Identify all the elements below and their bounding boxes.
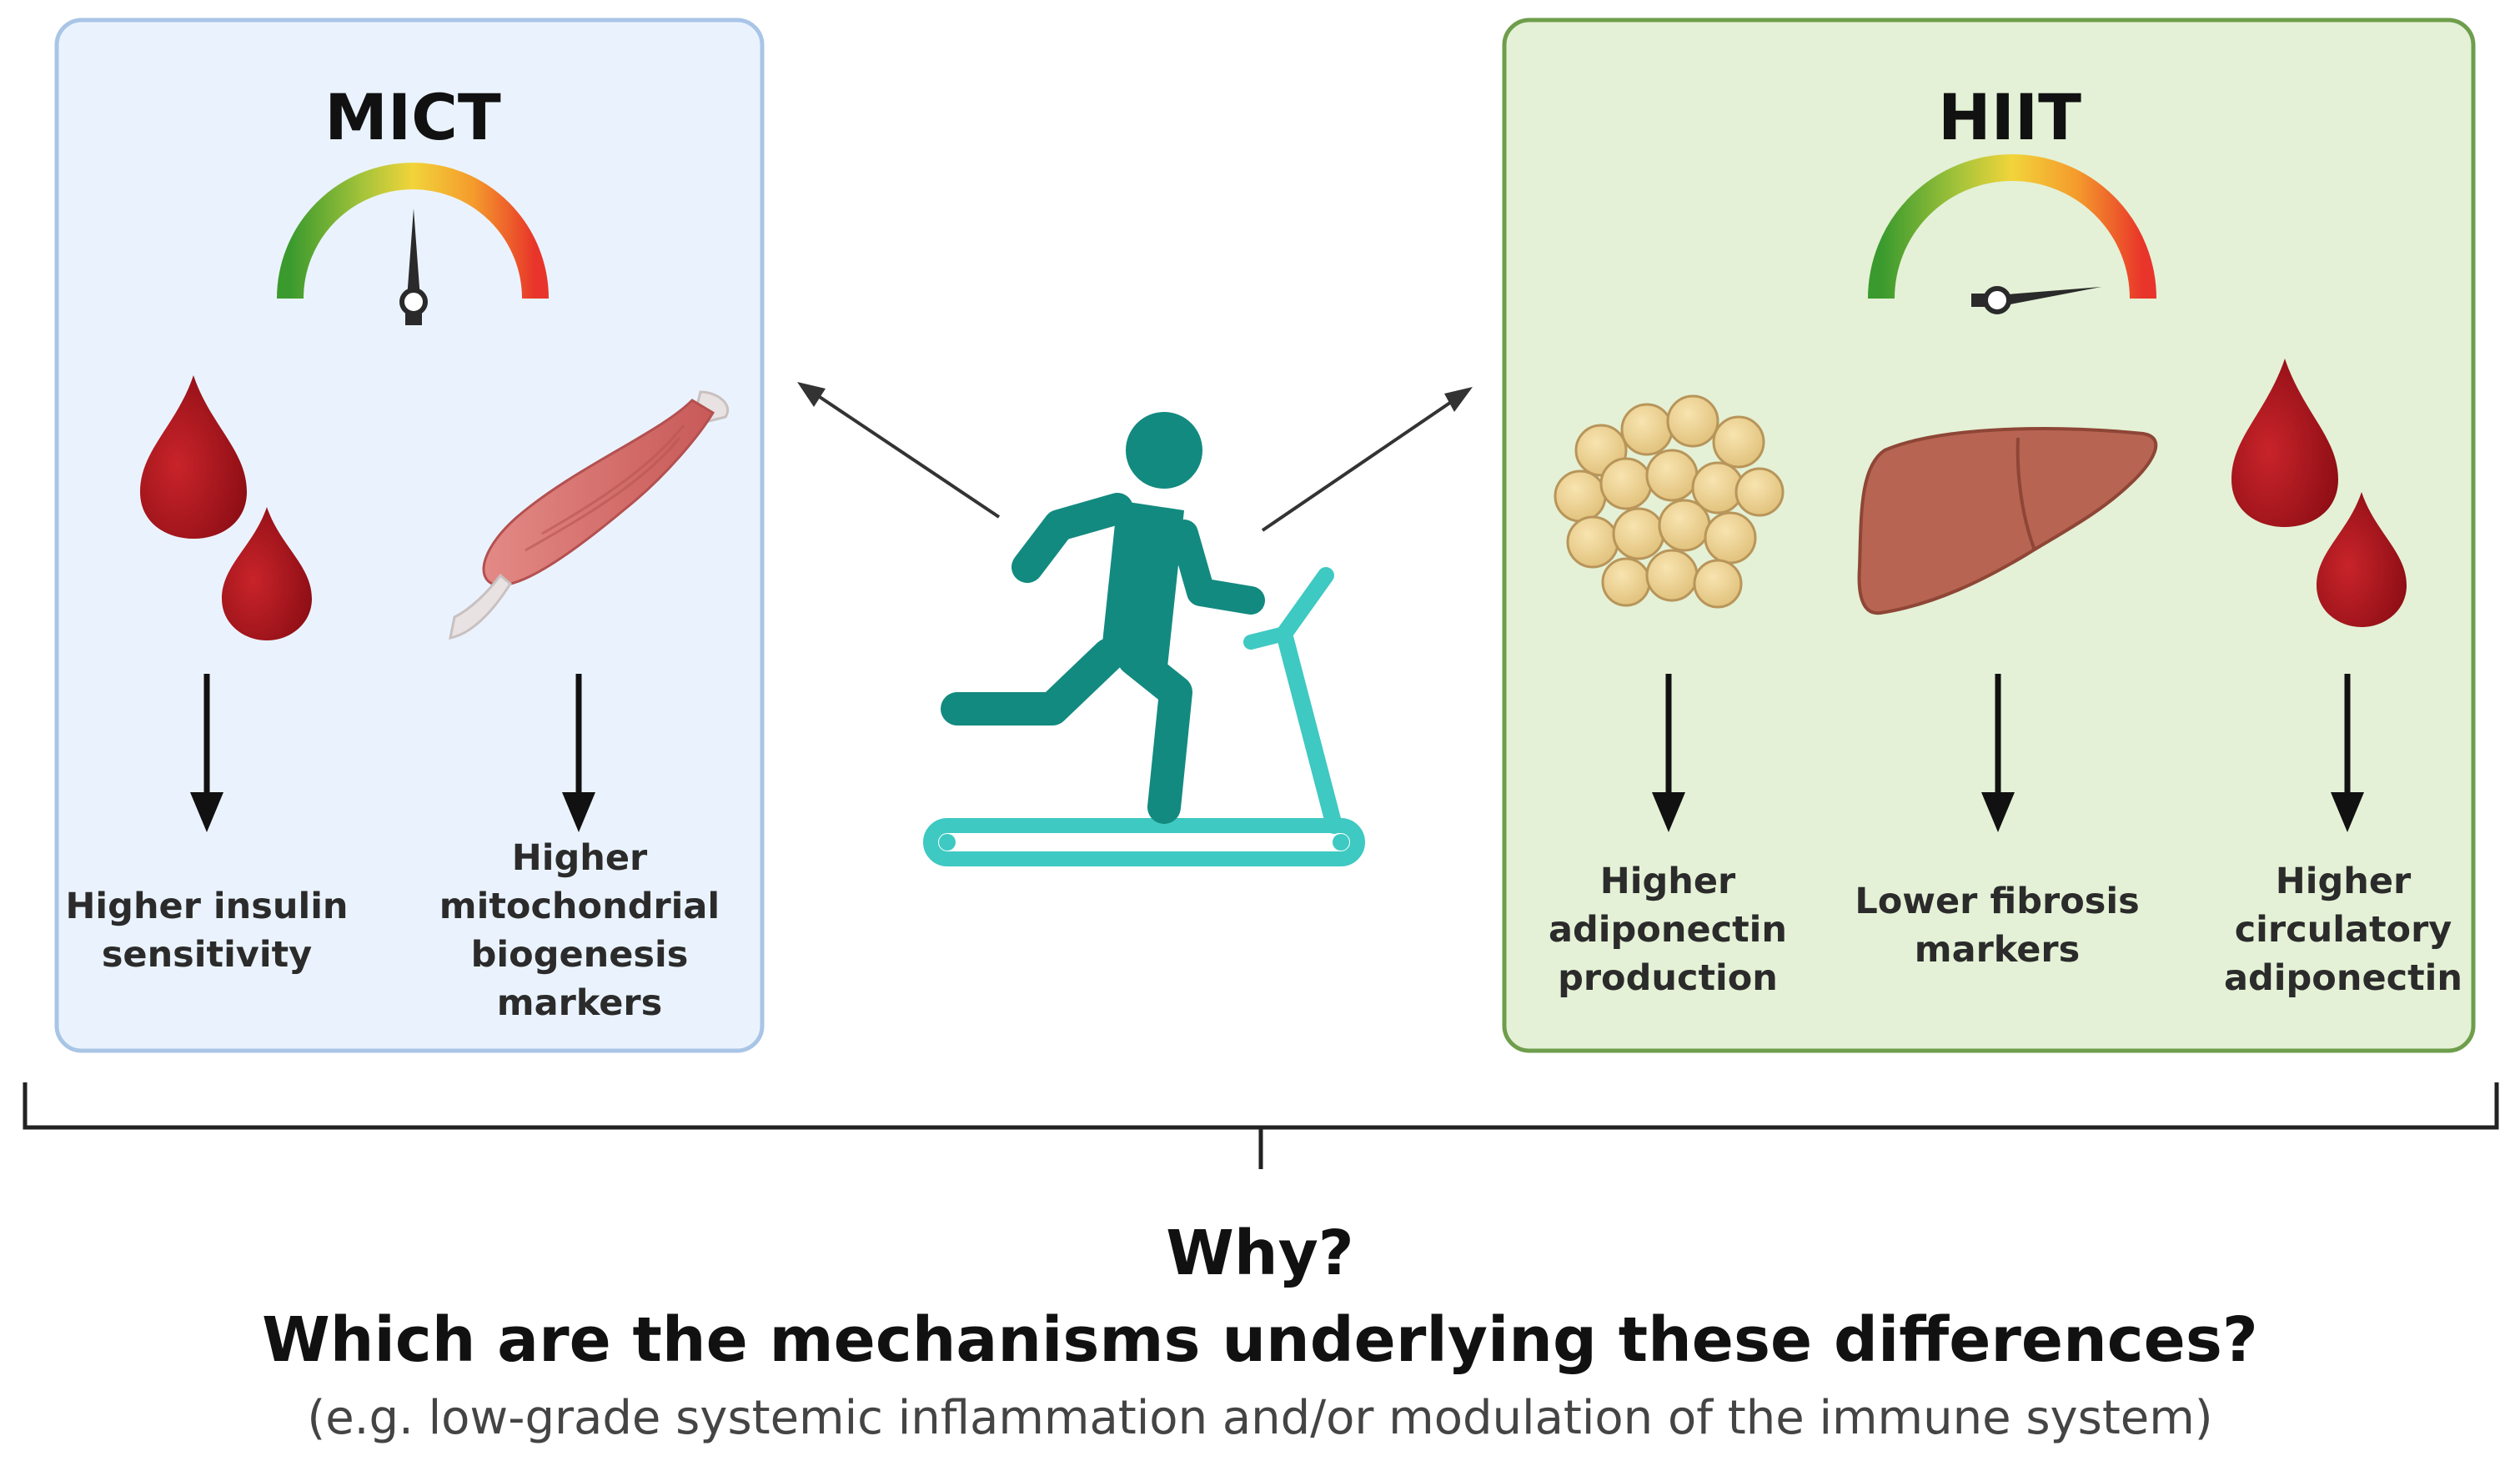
hiit-outcome-fibrosis-label: Lower fibrosis markers (1855, 881, 2140, 971)
hiit-intensity-gauge-icon (1868, 154, 2156, 314)
mechanisms-question: Which are the mechanisms underlying thes… (262, 1304, 2258, 1376)
runner-on-treadmill-icon (923, 412, 1365, 866)
mict-title: MICT (324, 80, 501, 154)
arrow-down-icon (2331, 674, 2364, 832)
mict-intensity-gauge-icon (277, 163, 549, 325)
arrow-down-icon (190, 674, 223, 832)
arrow-to-mict-icon (797, 382, 1001, 519)
down-arrows (190, 674, 2364, 832)
mict-outcome-mitochondrial-label: Higher mitochondrial biogenesis markers (439, 837, 720, 1024)
mict-blood-drops-icon (140, 375, 312, 640)
bottom-bracket (23, 1082, 2499, 1169)
mict-outcome-insulin-label: Higher insulin sensitivity (65, 886, 349, 976)
arrow-to-hiit-icon (1261, 387, 1473, 532)
hiit-blood-drops-icon (2231, 359, 2407, 627)
arrow-down-icon (562, 674, 595, 832)
adipose-tissue-icon (1554, 394, 1785, 609)
example-note: (e.g. low-grade systemic inflammation an… (307, 1391, 2213, 1445)
hiit-title: HIIT (1937, 80, 2081, 154)
arrow-down-icon (1652, 674, 1685, 832)
muscle-icon (449, 390, 729, 640)
arrow-down-icon (1981, 674, 2015, 832)
liver-icon (1857, 427, 2158, 615)
hiit-outcome-circulatory-adiponectin-label: Higher circulatory adiponectin (2223, 861, 2463, 999)
why-question: Why? (1166, 1217, 1354, 1289)
hiit-outcome-adiponectin-production-label: Higher adiponectin production (1548, 861, 1788, 999)
